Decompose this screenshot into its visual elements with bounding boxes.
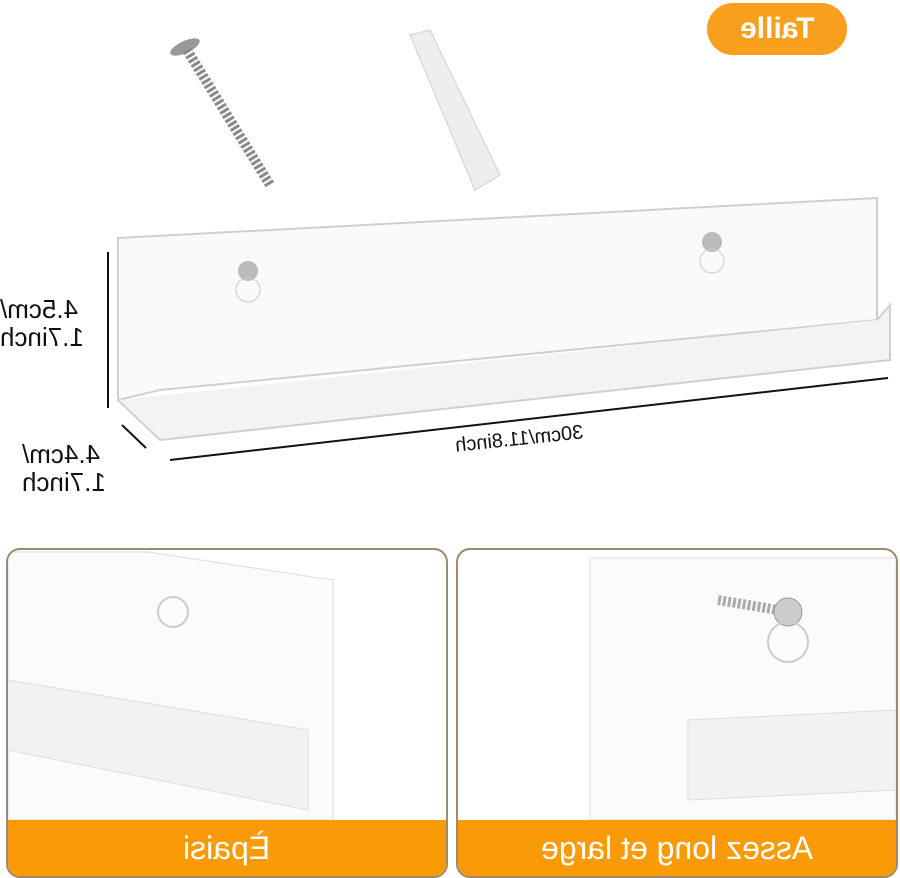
screw-icon xyxy=(170,38,275,188)
keyhole-detail-image xyxy=(8,551,334,820)
caption-bar: Èpaisi xyxy=(8,820,446,876)
depth-dimension-label: 4.4cm/ 1.7inch xyxy=(22,439,106,497)
caption-bar: Assez long et large xyxy=(458,820,896,876)
shelf-image xyxy=(107,196,891,461)
screw-mount-detail-image xyxy=(589,557,896,820)
size-badge-label: Taille xyxy=(739,12,815,45)
height-dimension-label: 4.5cm/ 1.7inch xyxy=(0,294,84,352)
thickness-detail-panel: Èpaisi xyxy=(6,548,448,878)
size-detail-panel: Assez long et large xyxy=(456,548,898,878)
size-badge: Taille xyxy=(707,3,847,55)
wall-anchor-icon xyxy=(409,29,501,191)
